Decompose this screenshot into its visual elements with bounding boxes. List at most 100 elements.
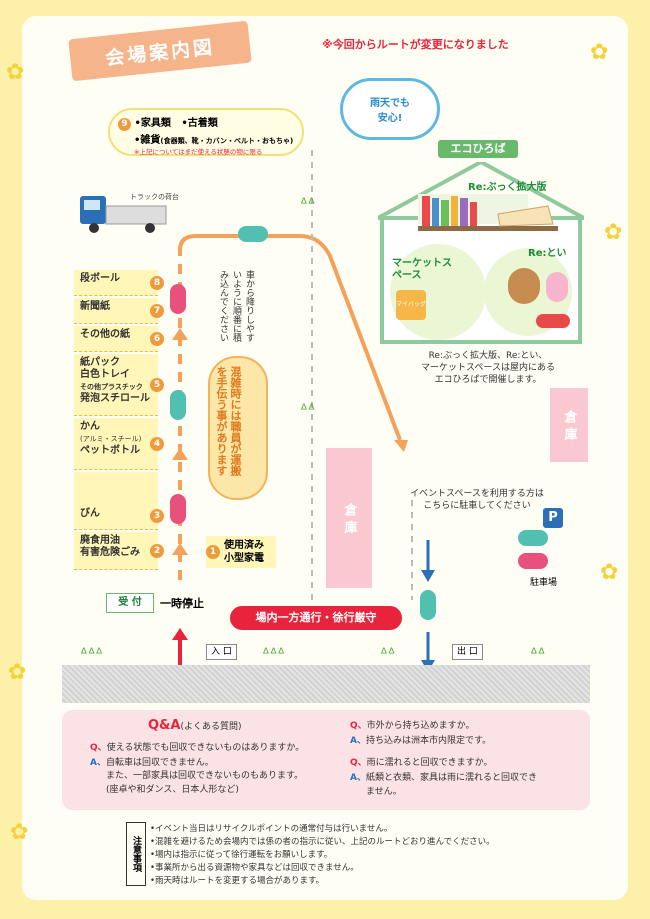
station-label: 小型家電 [224, 553, 264, 564]
warehouse-center: 倉 庫 [326, 448, 372, 588]
qa-answer: A、自転車は回収できません。 [90, 758, 214, 768]
number-badge: 5 [150, 377, 164, 392]
qa-question: Q、雨に濡れると回収できますか。 [350, 758, 493, 768]
station-label: 段ボール [80, 273, 120, 284]
station-3: びん 3 [74, 472, 164, 530]
one-way-banner: 場内一方通行・徐行厳守 [230, 606, 402, 630]
number-badge: 2 [150, 543, 164, 558]
car-icon [518, 530, 548, 546]
station-1: 1 使用済み 小型家電 [206, 536, 276, 568]
parking-label: 駐車場 [530, 578, 558, 588]
qa-answer: A、持ち込みは洲本市内限定です。 [350, 736, 492, 746]
staff-note: 混雑時には職員が運搬を手伝う事があります [215, 366, 242, 476]
clothes-item: •古着類 [181, 118, 218, 129]
car-icon [518, 553, 548, 569]
qa-q1: 使える状態でも回収できないものはありますか。 [106, 743, 305, 753]
route-change-note: ※今回からルートが変更になりました [322, 38, 509, 51]
station-label: 白色トレイ [80, 369, 130, 380]
number-badge: 9 [118, 118, 131, 131]
reception-sign: 受 付 [106, 593, 154, 613]
car-icon [420, 590, 436, 620]
grass-icon: ᐞᐞᐞ [262, 646, 285, 662]
note-item: •雨天時はルートを変更する場合があります。 [150, 876, 325, 886]
parking-icon: P [543, 508, 563, 528]
qa-a1-line2: また、一部家具は回収できないものもあります。 [106, 771, 304, 781]
market-label: マーケットスペース [392, 258, 452, 281]
eco-description: Re:ぶっく拡大版、Re:とい、 マーケットスペースは屋内にある エコひろばで開… [396, 350, 580, 386]
flower-icon: ✿ [8, 660, 27, 685]
station-label: かん [80, 421, 100, 432]
staff-note-bubble [208, 356, 268, 500]
station-label: 廃食用油 [80, 535, 120, 546]
stop-sign: 一時停止 [160, 597, 204, 610]
rain-bubble-line1: 雨天でも [370, 98, 410, 109]
entrance-sign: 入 口 [206, 644, 237, 660]
notes-tag: 注意事項 [126, 822, 146, 886]
event-note-line: こちらに駐車してください [423, 501, 531, 511]
qa-answer: A、紙類と衣類、家具は雨に濡れると回収でき [350, 773, 537, 783]
teddy-bear-icon [508, 268, 540, 304]
furniture-note: ※上記についてはまだ使える状態の物に限る [134, 148, 263, 156]
car-icon [170, 284, 186, 314]
flower-icon: ✿ [604, 220, 623, 245]
number-badge: 3 [150, 509, 164, 523]
station-label: その他プラスチック [80, 383, 143, 391]
furniture-item: •家具類 [134, 118, 171, 129]
eco-desc-line: Re:ぶっく拡大版、Re:とい、 [428, 351, 548, 361]
qa-a2: 持ち込みは洲本市内限定です。 [365, 736, 492, 746]
qa-subtitle: (よくある質問) [180, 722, 242, 732]
eco-desc-line: マーケットスペースは屋内にある [421, 363, 555, 373]
station-label: 使用済み [224, 540, 264, 551]
grass-icon: ᐞᐞ [300, 402, 316, 418]
grass-icon: ᐞᐞ [300, 196, 316, 212]
number-badge: 6 [150, 331, 164, 346]
grass-icon: ᐞᐞᐞ [80, 646, 103, 662]
number-badge: 4 [150, 436, 164, 451]
eco-desc-line: エコひろばで開催します。 [434, 375, 542, 385]
truck-label: トラックの荷台 [130, 193, 179, 201]
qa-question: Q、市外から持ち込めますか。 [350, 721, 475, 731]
station-label: びん [80, 508, 100, 519]
station-label: ペットボトル [80, 445, 140, 456]
furniture-box: 9 •家具類 •古着類 •雑貨(食器類、靴・カバン・ベルト・おもちゃ) ※上記に… [108, 108, 304, 156]
bag-icon: マイバッグ [396, 290, 426, 320]
station-label: 紙パック [80, 357, 120, 368]
bunny-icon [546, 272, 568, 302]
number-badge: 1 [206, 545, 220, 559]
note-item: •事業所から出る資源物や家具などは回収できません。 [150, 863, 359, 873]
flower-icon: ✿ [600, 560, 619, 585]
station-5: 紙パック 白色トレイ その他プラスチック 発泡スチロール 5 [74, 354, 164, 416]
warehouse-right: 倉 庫 [550, 388, 588, 462]
car-icon [238, 226, 268, 242]
goods-item: •雑貨 [134, 135, 161, 146]
note-item: •混雑を避けるため会場内では係の者の指示に従い、上記のルートどおり進んでください… [150, 837, 495, 847]
exit-sign: 出 口 [452, 644, 483, 660]
event-note-line: イベントスペースを利用する方は [410, 489, 544, 499]
rebook-label: Re:ぶっく拡大版 [468, 182, 547, 193]
station-2: 廃食用油 有害危険ごみ 2 [74, 532, 164, 570]
loading-note: 車から降りしやすいように順番に積み込んでください [218, 270, 254, 342]
goods-detail: (食器類、靴・カバン・ベルト・おもちゃ) [160, 137, 294, 145]
qa-title: Q&A(よくある質問) [148, 718, 241, 733]
road [62, 665, 590, 703]
station-label: 新聞紙 [80, 301, 110, 312]
grass-icon: ᐞᐞ [530, 646, 546, 662]
flower-icon: ✿ [6, 60, 25, 85]
qa-panel [62, 710, 590, 810]
qa-a1: 自転車は回収できません。 [105, 758, 214, 768]
note-item: •場内は指示に従って徐行運転をお願いします。 [150, 850, 333, 860]
station-label: その他の紙 [80, 329, 130, 340]
rain-bubble: 雨天でも 安心! [340, 78, 440, 140]
station-4: かん (アルミ・スチール) ペットボトル 4 [74, 418, 164, 470]
qa-a3: 紙類と衣類、家具は雨に濡れると回収でき [365, 773, 537, 783]
eco-label: エコひろば [438, 140, 518, 158]
station-label: 発泡スチロール [80, 393, 150, 404]
event-parking-note: イベントスペースを利用する方は こちらに駐車してください [410, 488, 544, 512]
qa-q2: 市外から持ち込めますか。 [366, 721, 475, 731]
qa-a3-line2: ません。 [366, 787, 402, 797]
car-icon [170, 494, 186, 524]
station-label: (アルミ・スチール) [80, 435, 142, 443]
qa-question: Q、使える状態でも回収できないものはありますか。 [90, 743, 305, 753]
